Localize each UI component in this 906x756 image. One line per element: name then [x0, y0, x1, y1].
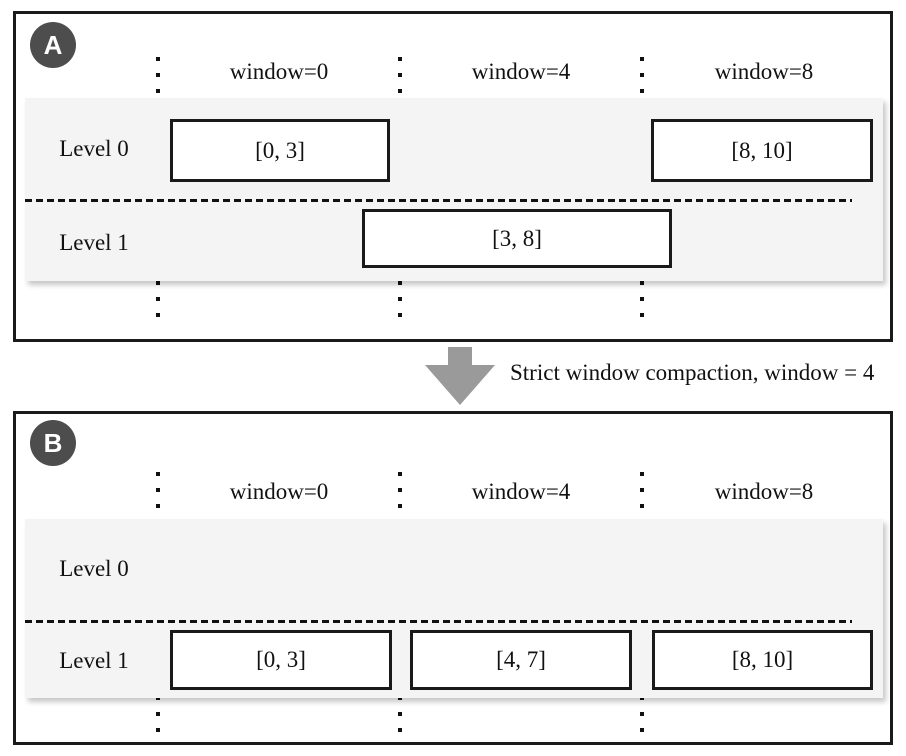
sstable-box: [8, 10] [651, 119, 873, 182]
column-header-window-4: window=4 [471, 59, 571, 84]
sstable-box: [8, 10] [652, 630, 873, 690]
sstable-box: [0, 3] [170, 119, 390, 182]
sstable-range: [3, 8] [492, 225, 542, 251]
sstable-range: [0, 3] [255, 137, 305, 163]
sstable-range: [8, 10] [731, 647, 794, 672]
row-label-level-0: Level 0 [59, 556, 129, 581]
panel-a-badge: A [30, 22, 76, 68]
panel-a-badge-letter: A [43, 29, 63, 60]
level-separator-dashed-line [25, 199, 852, 202]
down-arrow-icon [448, 347, 472, 366]
sstable-box: [3, 8] [362, 209, 672, 268]
row-label-level-0: Level 0 [59, 136, 129, 161]
sstable-box: [0, 3] [170, 630, 392, 690]
panel-a: A window=0 window=4 window=8 Level 0 Lev… [13, 11, 893, 342]
panel-b: B window=0 window=4 window=8 Level 0 Lev… [13, 411, 893, 745]
row-label-level-1: Level 1 [59, 648, 129, 673]
sstable-range: [8, 10] [731, 137, 793, 163]
sstable-range: [0, 3] [256, 647, 306, 672]
column-header-window-0: window=0 [229, 59, 329, 84]
column-header-window-8: window=8 [714, 59, 814, 84]
sstable-range: [4, 7] [496, 647, 546, 672]
panel-b-badge-letter: B [43, 427, 63, 458]
column-header-window-4: window=4 [471, 479, 571, 504]
panel-b-badge: B [30, 420, 76, 466]
transition-label: Strict window compaction, window = 4 [510, 360, 875, 385]
down-arrow-icon [425, 365, 495, 405]
column-header-window-0: window=0 [229, 479, 329, 504]
sstable-box: [4, 7] [410, 630, 632, 690]
level-separator-dashed-line [25, 620, 852, 623]
row-label-level-1: Level 1 [59, 230, 129, 255]
column-header-window-8: window=8 [714, 479, 814, 504]
